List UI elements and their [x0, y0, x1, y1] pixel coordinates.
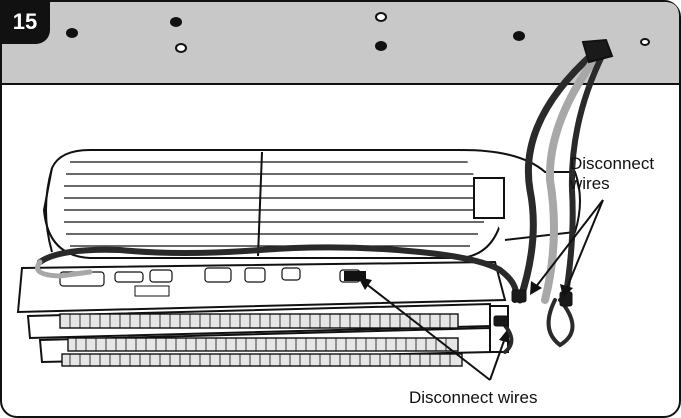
blower-fins: [64, 161, 486, 247]
motor-hub: [473, 177, 505, 219]
arrowhead: [358, 277, 372, 290]
arrow-line: [534, 199, 604, 289]
wire-dark-loop: [37, 244, 519, 303]
screw-hole: [66, 28, 78, 38]
wiring-harness: [35, 48, 607, 354]
wire-dark-main: [516, 48, 599, 304]
blower-divider: [257, 151, 263, 257]
mounting-plate: [16, 260, 507, 314]
screw-hole-open: [375, 12, 387, 22]
callout-line: Disconnect: [570, 154, 655, 173]
connector: [493, 315, 509, 327]
wire-grommet: [581, 38, 614, 64]
connector-block: [344, 271, 366, 281]
screw-hole-open: [640, 38, 650, 46]
screw-hole: [513, 31, 525, 41]
wire-connectors: [493, 289, 573, 327]
callout-arrows: [364, 199, 604, 381]
plate-terminals: [59, 267, 361, 287]
wire-light-main: [541, 48, 604, 304]
screw-holes: [66, 12, 650, 53]
connector: [511, 289, 527, 303]
step-number-badge: 15: [0, 0, 50, 44]
blower-body: [42, 149, 507, 259]
heater-coil-1: [59, 313, 459, 329]
coil-ribs: [69, 314, 451, 366]
arrowhead: [560, 284, 573, 298]
arrowhead: [499, 330, 510, 343]
heater-coil-2: [67, 337, 459, 352]
screw-hole: [170, 17, 182, 27]
callout-disconnect-wires-right: Disconnect wires: [570, 154, 680, 194]
arrow-line: [489, 337, 506, 381]
callout-disconnect-wires-bottom: Disconnect wires: [409, 388, 538, 407]
screw-hole-open: [175, 43, 187, 53]
heater-coil-3: [61, 353, 463, 367]
heater-coils: [26, 302, 509, 367]
arrow-line: [565, 199, 604, 291]
screw-hole: [375, 41, 387, 51]
wire-loop-right: [546, 298, 575, 348]
callout-line: wires: [570, 174, 610, 193]
arrowhead: [530, 281, 542, 295]
arrow-line: [364, 282, 491, 381]
arrowheads: [358, 277, 573, 343]
wire-dark-second: [562, 49, 607, 303]
plate-label: [134, 285, 170, 297]
wire-light-short: [35, 259, 93, 279]
